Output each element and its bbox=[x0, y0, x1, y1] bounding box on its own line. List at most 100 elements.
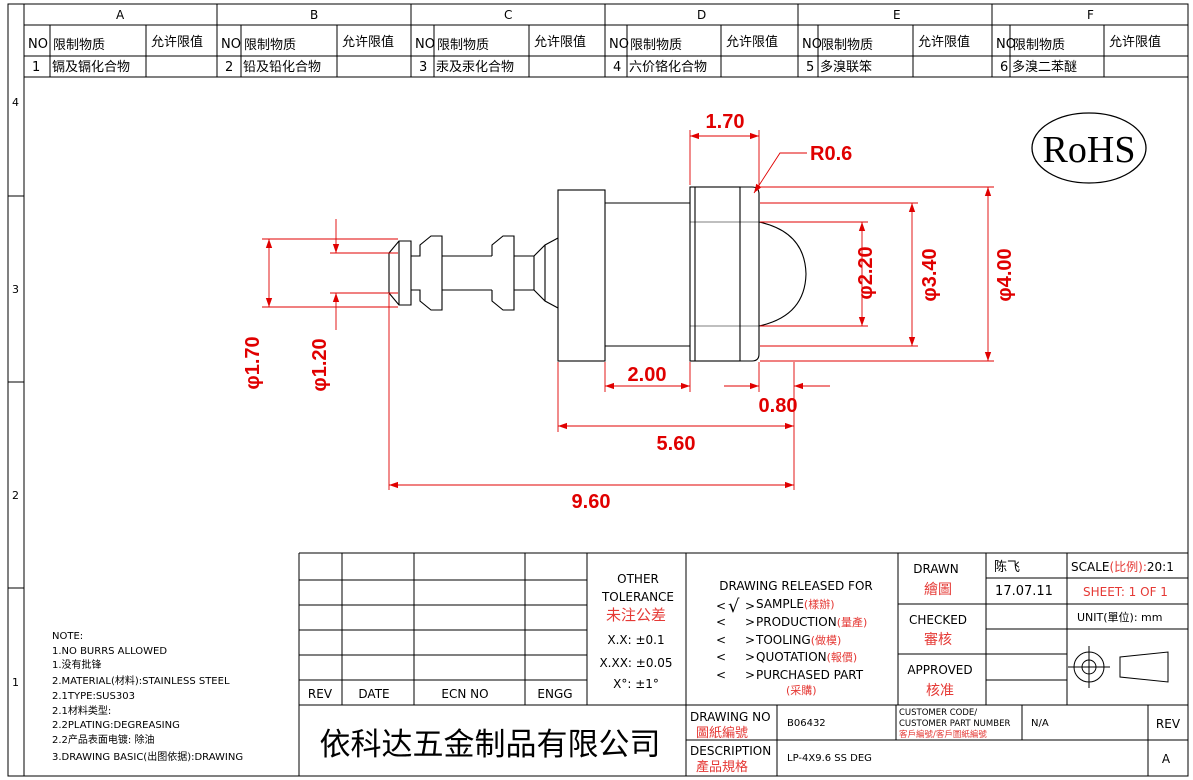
header-substance-6: 限制物质 bbox=[1013, 38, 1065, 53]
zone-a: A bbox=[116, 8, 125, 22]
item-no-4: 4 bbox=[613, 60, 621, 75]
dim-9-60: 9.60 bbox=[572, 491, 611, 513]
note-line: 1.NO BURRS ALLOWED bbox=[52, 646, 167, 657]
drawn-label-cn: 繪圖 bbox=[924, 581, 952, 598]
zone-f: F bbox=[1087, 8, 1094, 22]
dim-dia-4-00: φ4.00 bbox=[994, 248, 1016, 301]
zone-b: B bbox=[310, 8, 318, 22]
note-line: 2.1材料类型: bbox=[52, 704, 111, 717]
dim-dia-3-40: φ3.40 bbox=[919, 248, 941, 301]
checked-label-cn: 審核 bbox=[924, 632, 952, 648]
column-zone-labels: A B C D E F bbox=[116, 8, 1094, 22]
drawing-info: DRAWING NO 圖紙編號 B06432 DESCRIPTION 產品規格 … bbox=[690, 708, 1181, 775]
scale-block: SCALE(比例):20:1 SHEET: 1 OF 1 UNIT(單位): m… bbox=[1071, 560, 1174, 624]
header-no-4: NO bbox=[609, 37, 629, 52]
part-geometry bbox=[388, 186, 807, 362]
tolerance-title-1: OTHER bbox=[617, 572, 659, 586]
svg-text:>: > bbox=[745, 615, 755, 629]
zone-d: D bbox=[697, 8, 706, 22]
drawn-label: DRAWN bbox=[913, 562, 959, 576]
ecn-header: ECN NO bbox=[441, 687, 488, 701]
svg-text:<: < bbox=[716, 668, 726, 682]
restricted-substance-table bbox=[24, 4, 1188, 78]
release-purchased-cn: (采購) bbox=[786, 683, 817, 697]
svg-text:>: > bbox=[745, 668, 755, 682]
tolerance-title-2: TOLERANCE bbox=[601, 590, 674, 604]
item-no-5: 5 bbox=[806, 60, 814, 75]
dim-r0-6: R0.6 bbox=[810, 143, 852, 165]
release-sample: SAMPLE(樣辦) bbox=[756, 597, 835, 611]
scale-label: SCALE(比例):20:1 bbox=[1071, 560, 1174, 574]
customer-label-2: CUSTOMER PART NUMBER bbox=[899, 719, 1010, 729]
tolerance-xx: X.X: ±0.1 bbox=[607, 633, 664, 647]
dimension-lines bbox=[262, 130, 994, 490]
rev-label: REV bbox=[1156, 717, 1181, 731]
note-line: 2.2PLATING:DEGREASING bbox=[52, 720, 180, 731]
projection-symbol-icon bbox=[1068, 646, 1169, 688]
row-zone-2: 2 bbox=[12, 489, 19, 502]
release-title: DRAWING RELEASED FOR bbox=[719, 579, 872, 593]
dim-0-80: 0.80 bbox=[759, 395, 798, 417]
header-limit-6: 允许限值 bbox=[1109, 34, 1161, 50]
item-name-1: 镉及镉化合物 bbox=[52, 59, 130, 75]
customer-label-cn: 客戶編號/客戶圖紙編號 bbox=[899, 729, 987, 740]
dim-dia-1-70: φ1.70 bbox=[242, 336, 264, 389]
note-line: 1.没有批锋 bbox=[52, 658, 102, 671]
rev-value: A bbox=[1162, 752, 1171, 766]
header-substance-1: 限制物质 bbox=[53, 38, 105, 53]
header-no-5: NO bbox=[802, 37, 822, 52]
header-no-1: NO bbox=[28, 37, 48, 52]
item-no-1: 1 bbox=[32, 60, 40, 75]
customer-value: N/A bbox=[1031, 718, 1049, 729]
dim-dia-2-20: φ2.20 bbox=[855, 246, 877, 299]
approved-label-cn: 核准 bbox=[926, 683, 954, 699]
svg-text:>: > bbox=[745, 633, 755, 647]
tolerance-block: OTHER TOLERANCE 未注公差 X.X: ±0.1 X.XX: ±0.… bbox=[599, 572, 674, 691]
header-substance-4: 限制物质 bbox=[630, 38, 682, 53]
header-no-3: NO bbox=[415, 37, 435, 52]
header-no-6: NO bbox=[996, 37, 1016, 52]
zone-e: E bbox=[893, 8, 901, 22]
revision-headers: REV DATE ECN NO ENGG bbox=[308, 687, 573, 701]
item-name-2: 铅及铅化合物 bbox=[243, 60, 321, 75]
row-zone-3: 3 bbox=[12, 283, 19, 296]
unit-label: UNIT(單位): mm bbox=[1077, 610, 1162, 624]
item-name-6: 多溴二苯醚 bbox=[1012, 59, 1077, 75]
svg-text:<: < bbox=[716, 650, 726, 664]
release-tooling: TOOLING(做模) bbox=[755, 633, 841, 647]
title-block-grid bbox=[298, 552, 1188, 776]
drawn-date: 17.07.11 bbox=[995, 584, 1053, 599]
item-name-4: 六价铬化合物 bbox=[629, 59, 707, 75]
approved-label: APPROVED bbox=[907, 663, 972, 677]
header-limit-1: 允许限值 bbox=[151, 34, 203, 50]
header-limit-3: 允许限值 bbox=[534, 34, 586, 50]
drawn-by: 陈飞 bbox=[994, 559, 1020, 575]
item-name-5: 多溴联笨 bbox=[820, 59, 872, 75]
zone-c: C bbox=[504, 8, 512, 22]
item-no-2: 2 bbox=[225, 60, 233, 75]
company-name: 依科达五金制品有限公司 bbox=[320, 727, 661, 763]
description-value: LP-4X9.6 SS DEG bbox=[787, 753, 872, 764]
header-no-2: NO bbox=[221, 37, 241, 52]
dim-5-60: 5.60 bbox=[657, 433, 696, 455]
sheet-frame bbox=[7, 3, 1189, 777]
header-substance-5: 限制物质 bbox=[821, 38, 873, 53]
note-line: 3.DRAWING BASIC(出图依据):DRAWING bbox=[52, 750, 243, 763]
svg-text:>: > bbox=[745, 650, 755, 664]
drawing-no-label: DRAWING NO bbox=[690, 710, 771, 724]
tolerance-angle: X°: ±1° bbox=[613, 677, 659, 691]
header-limit-2: 允许限值 bbox=[342, 34, 394, 50]
item-no-3: 3 bbox=[419, 60, 427, 75]
header-limit-5: 允许限值 bbox=[918, 34, 970, 50]
row-zone-4: 4 bbox=[12, 96, 19, 109]
notes-block: NOTE:1.NO BURRS ALLOWED1.没有批锋2.MATERIAL(… bbox=[52, 631, 243, 763]
row-zone-labels: 4 3 2 1 bbox=[12, 96, 19, 689]
rohs-mark: RoHS bbox=[1031, 112, 1147, 184]
date-header: DATE bbox=[358, 687, 389, 701]
note-line: 2.MATERIAL(材料):STAINLESS STEEL bbox=[52, 674, 230, 687]
checked-label: CHECKED bbox=[909, 613, 967, 627]
tolerance-xxx: X.XX: ±0.05 bbox=[599, 656, 672, 670]
